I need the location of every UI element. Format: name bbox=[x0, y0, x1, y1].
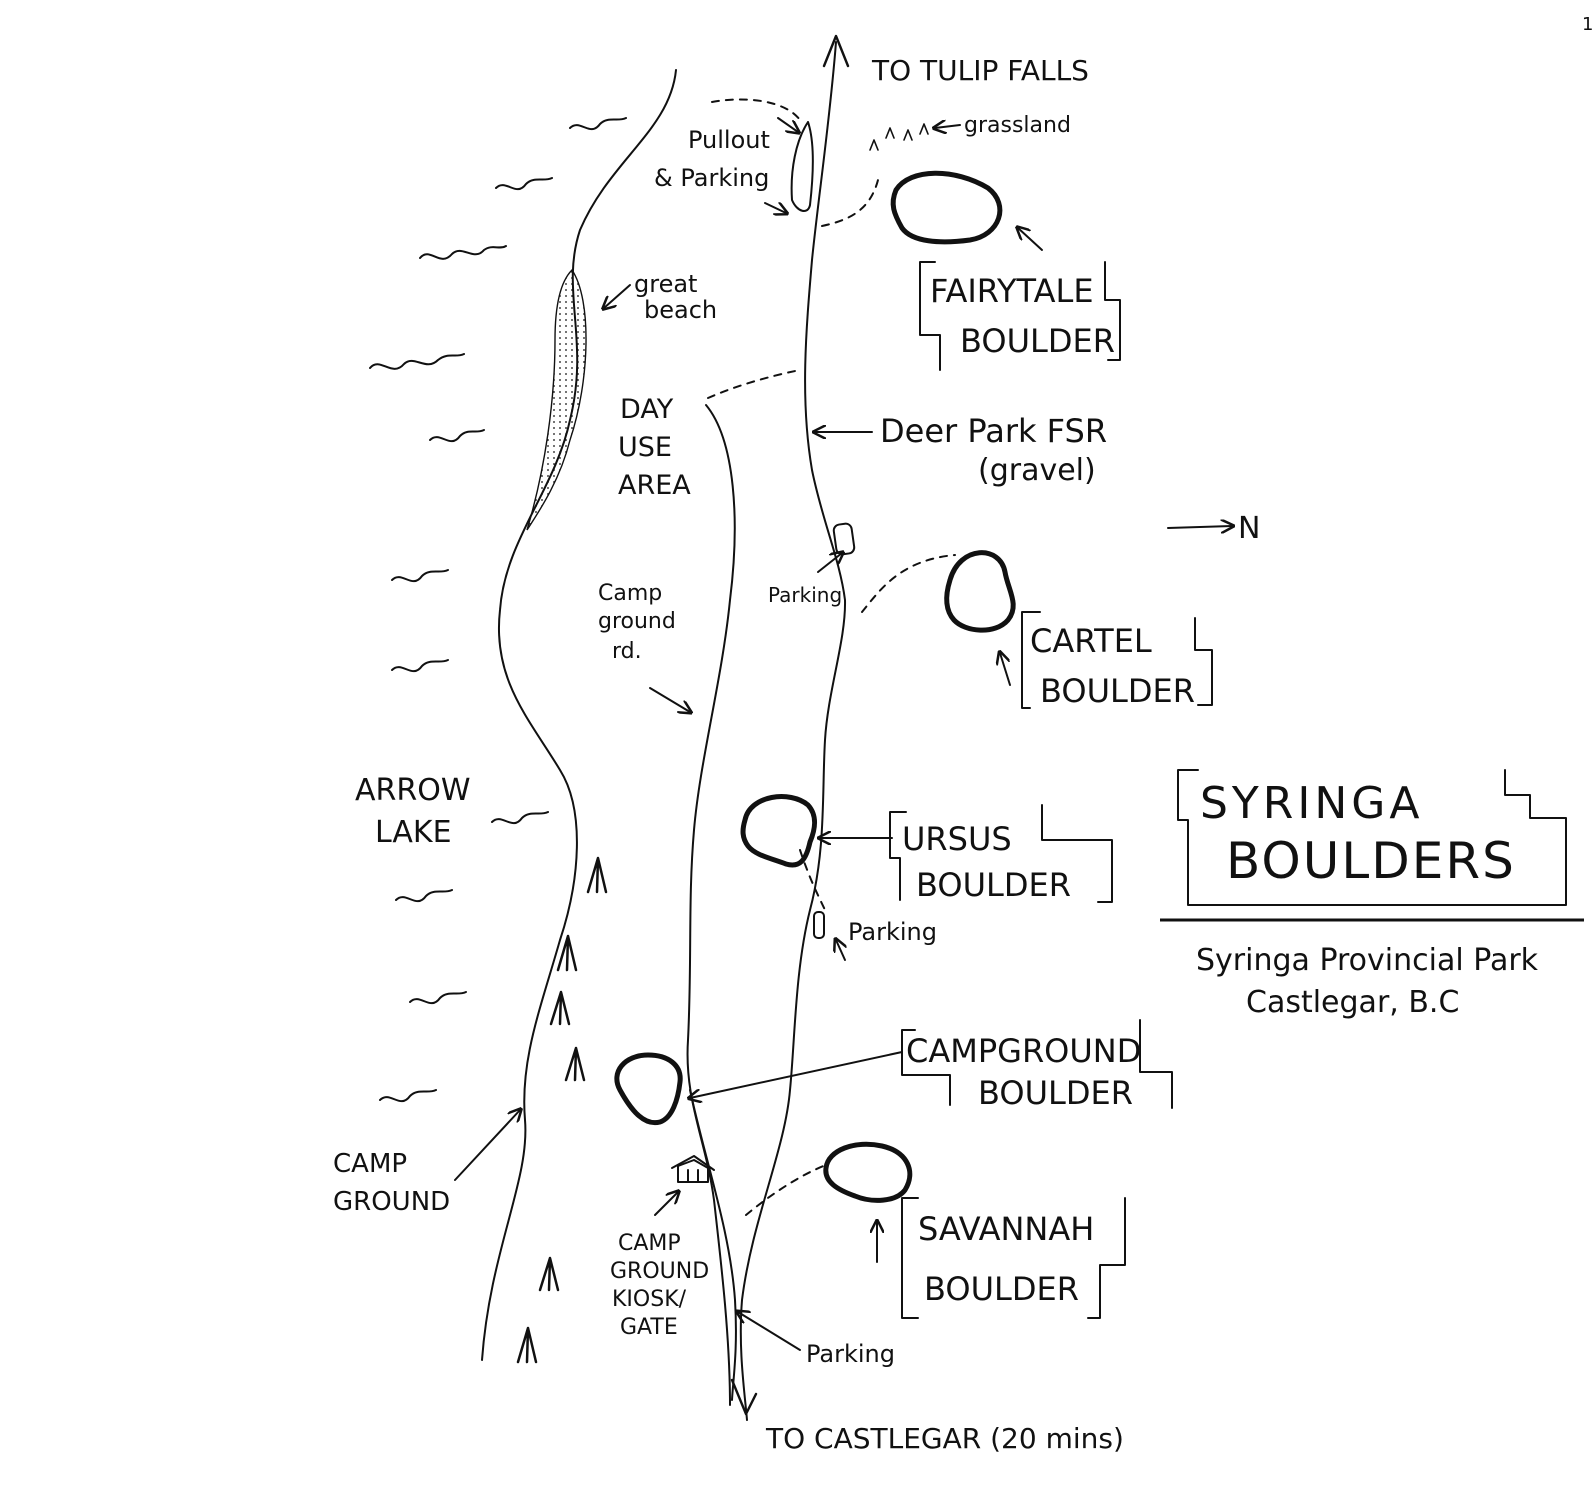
page-number: 1 bbox=[1582, 14, 1593, 35]
map-title-line-2: BOULDERS bbox=[1226, 832, 1516, 890]
kiosk-label-4: GATE bbox=[620, 1315, 678, 1340]
grassland-label: grassland bbox=[964, 113, 1071, 138]
arrow-savannah-parking bbox=[738, 1312, 801, 1351]
savannah-boulder-shape bbox=[823, 1141, 913, 1203]
water-wave-icon bbox=[369, 117, 627, 1103]
trail-pullout bbox=[711, 98, 801, 121]
fairytale-boulder-shape bbox=[890, 170, 1003, 245]
arrow-campground-boulder bbox=[690, 1051, 903, 1098]
cartel-boulder-label-2: BOULDER bbox=[1040, 672, 1195, 710]
parking-cartel-area bbox=[832, 522, 856, 556]
parking-label-savannah: Parking bbox=[806, 1340, 895, 1368]
ursus-label-frame bbox=[889, 804, 1113, 903]
pullout-label-2: & Parking bbox=[654, 164, 769, 192]
arrow-grassland bbox=[935, 125, 961, 128]
parking-label-ursus: Parking bbox=[848, 918, 937, 946]
campground-boulder-label-2: BOULDER bbox=[978, 1074, 1133, 1112]
camp-ground-label-1: CAMP bbox=[333, 1149, 407, 1179]
day-use-label-3: AREA bbox=[618, 470, 691, 501]
trail-day-use bbox=[707, 369, 801, 399]
arrow-pullout bbox=[764, 203, 786, 213]
road-label-deer-park: Deer Park FSR bbox=[880, 412, 1107, 450]
map-title-line-1: SYRINGA bbox=[1200, 778, 1423, 829]
lake-name-1: ARROW bbox=[355, 773, 471, 808]
kiosk-label-2: GROUND bbox=[610, 1259, 709, 1284]
campground-rd-label-1: Camp bbox=[598, 581, 662, 606]
day-use-label-1: DAY bbox=[620, 394, 674, 425]
cartel-label-frame bbox=[1021, 611, 1213, 709]
great-beach-label-1: great bbox=[634, 270, 697, 298]
arrow-kiosk bbox=[654, 1192, 678, 1216]
lake-shoreline bbox=[481, 69, 677, 1361]
cartel-boulder-label-1: CARTEL bbox=[1030, 622, 1152, 660]
campground-road bbox=[686, 404, 736, 1406]
arrow-camp-ground bbox=[454, 1110, 520, 1181]
kiosk-label-1: CAMP bbox=[618, 1231, 681, 1256]
arrow-pullout-top bbox=[777, 117, 798, 132]
lake-name-2: LAKE bbox=[375, 815, 452, 850]
parking-ursus-area bbox=[813, 911, 825, 939]
road-label-castlegar: TO CASTLEGAR (20 mins) bbox=[765, 1422, 1124, 1455]
main-road-west-edge bbox=[739, 41, 847, 1421]
pullout-label-1: Pullout bbox=[688, 126, 770, 154]
fairytale-label-frame bbox=[919, 261, 1121, 371]
trail-ursus bbox=[799, 849, 826, 911]
arrow-ursus-parking bbox=[836, 940, 845, 961]
road-label-deer-park-surface: (gravel) bbox=[978, 453, 1096, 488]
campground-road-inner bbox=[689, 1089, 737, 1401]
arrow-cartel-parking bbox=[817, 553, 842, 573]
savannah-boulder-label-2: BOULDER bbox=[924, 1270, 1079, 1308]
road-label-tulip-falls: TO TULIP FALLS bbox=[871, 54, 1089, 87]
day-use-label-2: USE bbox=[618, 432, 672, 463]
trail-savannah bbox=[745, 1164, 827, 1216]
title-frame bbox=[1177, 769, 1567, 906]
north-label: N bbox=[1238, 511, 1260, 546]
trail-fairytale bbox=[821, 179, 879, 227]
campground-rd-label-2: ground bbox=[598, 609, 676, 634]
pullout-parking-area bbox=[790, 121, 814, 212]
cartel-boulder-shape bbox=[944, 550, 1016, 633]
great-beach-label-2: beach bbox=[644, 296, 717, 324]
ursus-boulder-shape bbox=[740, 794, 818, 868]
ursus-boulder-label-1: URSUS bbox=[902, 820, 1012, 858]
savannah-label-frame bbox=[901, 1197, 1126, 1319]
arrow-north bbox=[1167, 526, 1232, 528]
great-beach-sand bbox=[526, 268, 587, 531]
kiosk-label-3: KIOSK/ bbox=[612, 1287, 687, 1312]
fairytale-boulder-label-2: BOULDER bbox=[960, 322, 1115, 360]
ursus-boulder-label-2: BOULDER bbox=[916, 866, 1071, 904]
castlegar-arrow bbox=[730, 1378, 758, 1416]
campground-boulder-shape bbox=[614, 1052, 683, 1126]
arrow-cartel bbox=[1000, 653, 1011, 686]
grassland-tufts bbox=[869, 123, 929, 151]
campground-rd-label-3: rd. bbox=[612, 639, 642, 664]
camp-ground-label-2: GROUND bbox=[333, 1187, 450, 1217]
map-subtitle-line-2: Castlegar, B.C bbox=[1246, 985, 1459, 1020]
trail-cartel bbox=[861, 554, 956, 613]
map-subtitle-line-1: Syringa Provincial Park bbox=[1196, 943, 1539, 978]
arrow-great-beach bbox=[604, 284, 631, 308]
arrow-campground-rd bbox=[649, 687, 690, 712]
kiosk-icon bbox=[671, 1155, 715, 1183]
campground-boulder-label-1: CAMPGROUND bbox=[906, 1032, 1141, 1070]
tent-icon bbox=[516, 856, 608, 1364]
parking-label-cartel: Parking bbox=[768, 583, 842, 607]
campground-label-frame bbox=[901, 1019, 1173, 1109]
main-road-arrow-north bbox=[822, 34, 850, 68]
arrow-fairytale bbox=[1018, 228, 1043, 251]
fairytale-boulder-label-1: FAIRYTALE bbox=[930, 272, 1094, 310]
savannah-boulder-label-1: SAVANNAH bbox=[918, 1210, 1094, 1248]
